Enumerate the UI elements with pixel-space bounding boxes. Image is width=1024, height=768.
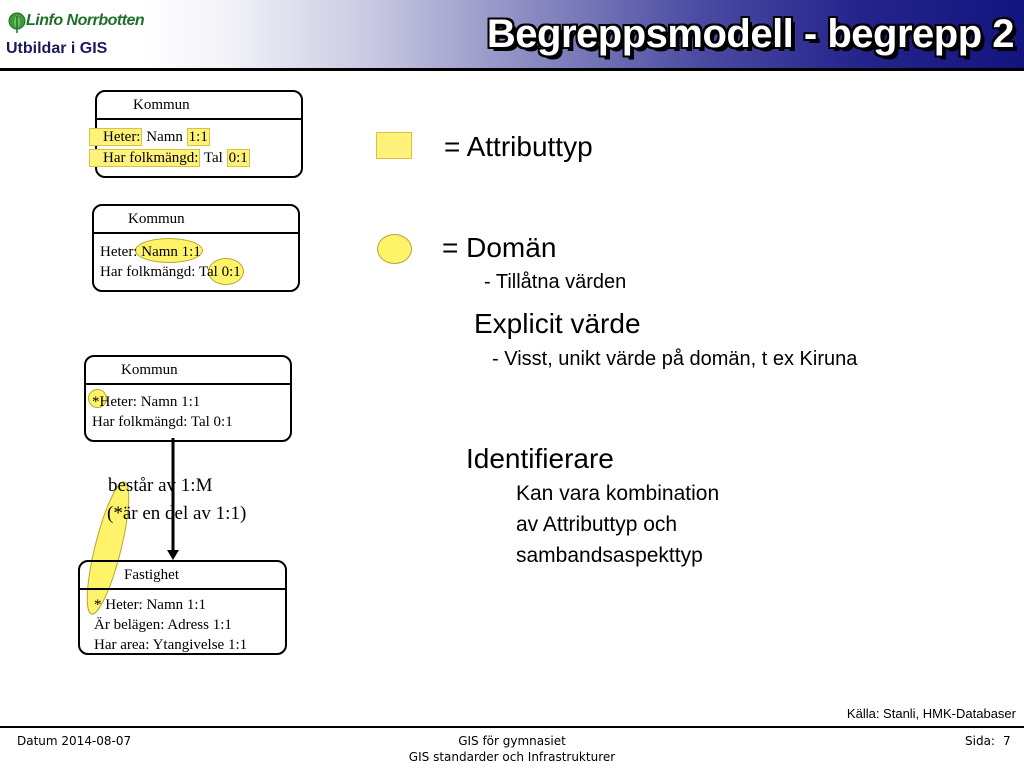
domain-text: Namn <box>146 129 183 145</box>
entity-divider <box>86 383 290 385</box>
cardinality-highlight: 0:1 <box>226 149 250 167</box>
attribute-row: Är belägen: Adress 1:1 <box>94 616 232 634</box>
attribute-row: Heter: Namn 1:1 <box>100 243 201 261</box>
entity-name: Fastighet <box>124 567 179 583</box>
entity-box-kommun-doman: Kommun Heter: Namn 1:1 Har folkmängd: Ta… <box>92 204 300 292</box>
attribute-text: Heter: Namn 1:1 <box>99 394 201 410</box>
entity-divider <box>97 118 301 120</box>
slide-title: Begreppsmodell - begrepp 2 <box>486 12 1015 56</box>
legend-identifierare-line: Kan vara kombination <box>516 482 720 505</box>
doman-legend-swatch <box>377 234 412 264</box>
footer-subtitle: GIS standarder och Infrastrukturer <box>408 750 616 764</box>
legend-attributtyp: = Attributtyp <box>444 131 593 162</box>
identifier-marker-oval <box>88 389 107 408</box>
entity-name: Kommun <box>128 211 185 227</box>
domain-text: Namn <box>141 244 178 260</box>
domain-text: Tal <box>198 264 218 280</box>
cardinality-text: 1:1 <box>181 244 201 260</box>
entity-divider <box>94 232 298 234</box>
attribute-row: Heter: Namn 1:1 <box>89 128 210 146</box>
entity-name: Kommun <box>121 362 178 378</box>
footer-divider <box>0 726 1024 728</box>
relation-arrow <box>167 438 179 560</box>
entity-box-fastighet: Fastighet * Heter: Namn 1:1 Är belägen: … <box>78 560 287 655</box>
identifier-marker: * <box>94 597 102 613</box>
attribute-text: Har folkmängd: Tal 0:1 <box>92 414 233 430</box>
legend-identifierare-line: av Attributtyp och <box>516 513 678 536</box>
attribute-type-highlight: Heter: <box>89 128 143 146</box>
entity-box-kommun-attributtyp: Kommun Heter: Namn 1:1 Har folkmängd: Ta… <box>89 90 303 178</box>
legend-doman-sub: - Tillåtna värden <box>484 271 627 293</box>
legend-doman: = Domän <box>442 232 557 263</box>
domain-oval-tal <box>208 258 244 285</box>
source-note: Källa: Stanli, HMK-Databaser <box>846 706 1016 721</box>
attribute-row: Har folkmängd: Tal 0:1 <box>89 149 250 167</box>
attribute-text: Har area: Ytangivelse 1:1 <box>94 637 248 653</box>
leaf-logo-icon <box>8 12 26 33</box>
logo-text: Linfo Norrbotten <box>26 12 145 29</box>
legend-identifierare: Identifierare <box>466 443 614 474</box>
attribute-type-highlight: Har folkmängd: <box>89 149 201 167</box>
legend-explicit: Explicit värde <box>474 308 641 339</box>
attribute-row: * Heter: Namn 1:1 <box>94 596 206 614</box>
legend-identifierare-line: sambandsaspekttyp <box>516 544 703 567</box>
attribute-row: Har area: Ytangivelse 1:1 <box>94 636 247 654</box>
attribute-label: Har folkmängd: <box>100 264 196 280</box>
domain-text: Tal <box>203 150 223 166</box>
attribute-row: *Heter: Namn 1:1 <box>92 393 200 411</box>
footer-date: Datum 2014-08-07 <box>17 734 132 748</box>
attribute-row: Har folkmängd: Tal 0:1 <box>100 263 241 281</box>
relation-label: består av 1:M <box>108 475 213 496</box>
footer-course: GIS för gymnasiet <box>458 734 566 748</box>
footer-page-number: 7 <box>1003 734 1011 748</box>
header-divider <box>0 68 1024 71</box>
attribute-text: Heter: Namn 1:1 <box>105 597 207 613</box>
relation-oval <box>86 481 130 615</box>
domain-oval-namn <box>135 238 203 263</box>
entity-divider <box>80 588 285 590</box>
attributtyp-legend-swatch <box>376 132 412 159</box>
cardinality-highlight: 1:1 <box>186 128 210 146</box>
identifier-marker: * <box>92 394 100 410</box>
header-band <box>0 0 1024 70</box>
entity-box-kommun-identifierare: Kommun *Heter: Namn 1:1 Har folkmängd: T… <box>84 355 292 442</box>
legend-explicit-sub: - Visst, unikt värde på domän, t ex Kiru… <box>492 348 858 370</box>
entity-name: Kommun <box>133 97 190 113</box>
attribute-row: Har folkmängd: Tal 0:1 <box>92 413 233 431</box>
attribute-label: Heter: <box>100 244 138 260</box>
cardinality-text: 0:1 <box>221 264 241 280</box>
relation-label-secondary: (*är en del av 1:1) <box>107 503 247 524</box>
logo-tagline: Utbildar i GIS <box>6 40 108 57</box>
footer-page-label: Sida: <box>965 734 995 748</box>
attribute-text: Är belägen: Adress 1:1 <box>94 617 232 633</box>
